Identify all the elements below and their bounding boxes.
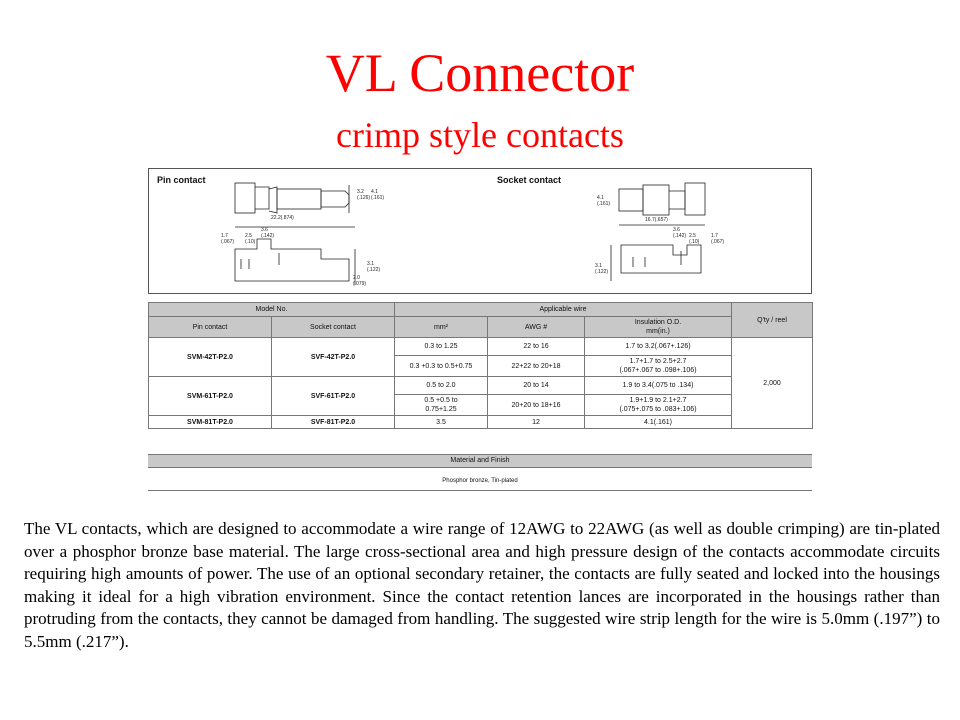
pin-contact-side-view — [234, 226, 356, 285]
pin-model: SVM-61T-P2.0 — [148, 376, 272, 416]
awg-value: 22 to 16 — [487, 337, 585, 356]
pin-dim-2-0: 2.0 (.079) — [353, 275, 367, 287]
pin-dim-3-1: 3.1 (.122) — [367, 261, 381, 273]
mm2-value: 0.3 +0.3 to 0.5+0.75 — [394, 355, 488, 377]
mm2-value: 0.5 +0.5 to 0.75+1.25 — [394, 394, 488, 416]
pin-contact-label: Pin contact — [157, 175, 206, 185]
table-subheader-row: Pin contact Socket contact mm² AWG # Ins… — [148, 316, 813, 338]
table-header-row: Model No. Applicable wire Q'ty / reel — [148, 302, 814, 338]
contact-line-drawings — [234, 182, 706, 285]
material-finish-value: Phosphor bronze, Tin-plated — [148, 472, 812, 491]
spec-sheet-image: Pin contact Socket contact — [148, 168, 814, 496]
pin-contact-top-view — [234, 182, 350, 214]
mm2-value: 0.5 to 2.0 — [394, 376, 488, 395]
table-row: SVM-81T-P2.0 SVF-81T-P2.0 3.5 12 4.1(.16… — [148, 415, 813, 429]
socket-contact-top-view — [618, 182, 706, 216]
awg-value: 20+20 to 18+16 — [487, 394, 585, 416]
header-insulation: Insulation O.D. mm(in.) — [583, 316, 733, 338]
description-paragraph: The VL contacts, which are designed to a… — [24, 519, 940, 651]
header-mm2: mm² — [394, 316, 488, 338]
pin-dim-4-1: 4.1 (.161) — [371, 189, 385, 201]
insulation-value: 1.9 to 3.4(.075 to .134) — [583, 376, 733, 395]
header-pin-contact: Pin contact — [148, 316, 272, 338]
socket-dim-2-5: 2.5 (.10) — [689, 233, 700, 245]
qty-value: 2,000 — [731, 337, 814, 429]
socket-model: SVF-42T-P2.0 — [271, 337, 395, 377]
pin-dim-thickness: 1.7 (.067) — [221, 233, 235, 245]
insulation-value: 1.7 to 3.2(.067+.126) — [583, 337, 733, 356]
pin-dim-3-2: 3.2 (.126) — [357, 189, 371, 201]
table-row: SVM-61T-P2.0 SVF-61T-P2.0 0.5 to 2.0 20 … — [148, 376, 813, 416]
slide-title: VL Connector — [325, 43, 635, 103]
table-row: 0.3 +0.3 to 0.5+0.75 22+22 to 20+18 1.7+… — [149, 355, 813, 377]
pin-dim-width: 3.6 (.142) — [261, 227, 275, 239]
table-row: SVM-42T-P2.0 SVF-42T-P2.0 0.3 to 1.25 22… — [148, 337, 814, 429]
socket-dim-length: 16.7(.657) — [645, 217, 668, 223]
socket-dim-width: 3.6 (.142) — [673, 227, 687, 239]
contact-drawing-panel: Pin contact Socket contact — [148, 168, 812, 294]
slide-subtitle: crimp style contacts — [336, 115, 624, 155]
header-qty-reel: Q'ty / reel — [731, 302, 814, 338]
pin-model: SVM-81T-P2.0 — [148, 415, 272, 429]
socket-dim-4-1: 4.1 (.161) — [597, 195, 611, 207]
mm2-value: 3.5 — [394, 415, 488, 429]
insulation-value: 4.1(.161) — [583, 415, 733, 429]
socket-contact-side-view — [610, 224, 705, 281]
header-awg: AWG # — [487, 316, 585, 338]
socket-dim-3-1: 3.1 (.122) — [595, 263, 609, 275]
header-socket-contact: Socket contact — [271, 316, 395, 338]
awg-value: 22+22 to 20+18 — [487, 355, 585, 377]
header-model-no: Model No. — [148, 302, 395, 317]
insulation-value: 1.7+1.7 to 2.5+2.7 (.067+.067 to .098+.1… — [583, 355, 733, 377]
pin-dim-2-5: 2.5 (.10) — [245, 233, 256, 245]
awg-value: 12 — [487, 415, 585, 429]
insulation-value: 1.9+1.9 to 2.1+2.7 (.075+.075 to .083+.1… — [583, 394, 733, 416]
socket-model: SVF-61T-P2.0 — [271, 376, 395, 416]
socket-contact-label: Socket contact — [497, 175, 562, 185]
pin-dim-length: 22.2(.874) — [271, 215, 294, 221]
socket-model: SVF-81T-P2.0 — [271, 415, 395, 429]
specification-table: Model No. Applicable wire Q'ty / reel Pi… — [148, 302, 814, 429]
socket-dim-thickness: 1.7 (.067) — [711, 233, 725, 245]
awg-value: 20 to 14 — [487, 376, 585, 395]
material-finish-header: Material and Finish — [148, 454, 812, 468]
header-applicable-wire: Applicable wire — [393, 302, 733, 317]
mm2-value: 0.3 to 1.25 — [394, 337, 488, 356]
pin-model: SVM-42T-P2.0 — [148, 337, 272, 377]
